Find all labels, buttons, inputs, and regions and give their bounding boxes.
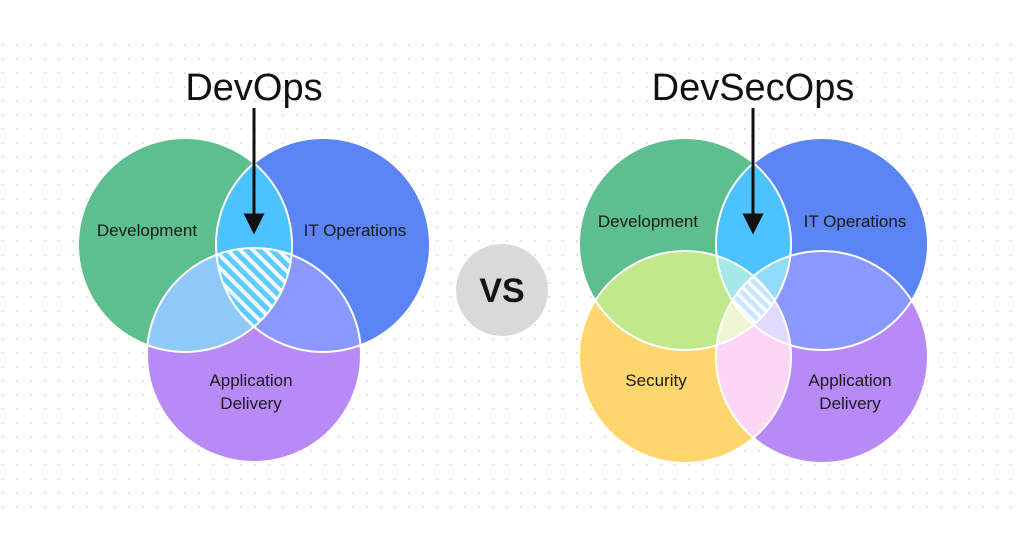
devsecops-label-it-operations: IT Operations <box>804 212 907 231</box>
vs-label: VS <box>479 272 524 310</box>
itops-app-overlap <box>216 248 361 352</box>
devsecops-label-security: Security <box>625 371 687 390</box>
development-outline-2 <box>578 137 792 351</box>
it-operations-outline <box>215 137 431 353</box>
devsecops-title: DevSecOps <box>652 67 855 109</box>
devsecops-label-development: Development <box>598 212 698 231</box>
vs-badge: VS <box>456 244 548 336</box>
development-outline <box>77 137 293 353</box>
application-delivery-outline <box>146 247 362 463</box>
devsecops-venn: Development IT Operations Security Appli… <box>578 67 929 464</box>
application-delivery-outline-2 <box>715 250 929 464</box>
devsecops-label-delivery: Delivery <box>819 394 881 413</box>
vs-circle <box>456 244 548 336</box>
devops-label-it-operations: IT Operations <box>304 221 407 240</box>
devops-venn: Development IT Operations Application De… <box>77 67 431 463</box>
devops-label-delivery: Delivery <box>220 394 282 413</box>
security-outline <box>578 250 792 464</box>
devsecops-label-application: Application <box>808 371 891 390</box>
devops-title: DevOps <box>185 67 322 109</box>
devops-label-application: Application <box>209 371 292 390</box>
devsecops-center-overlap <box>716 251 791 350</box>
devops-label-development: Development <box>97 221 197 240</box>
it-operations-outline-2 <box>715 137 929 351</box>
dev-app-overlap <box>147 248 292 352</box>
